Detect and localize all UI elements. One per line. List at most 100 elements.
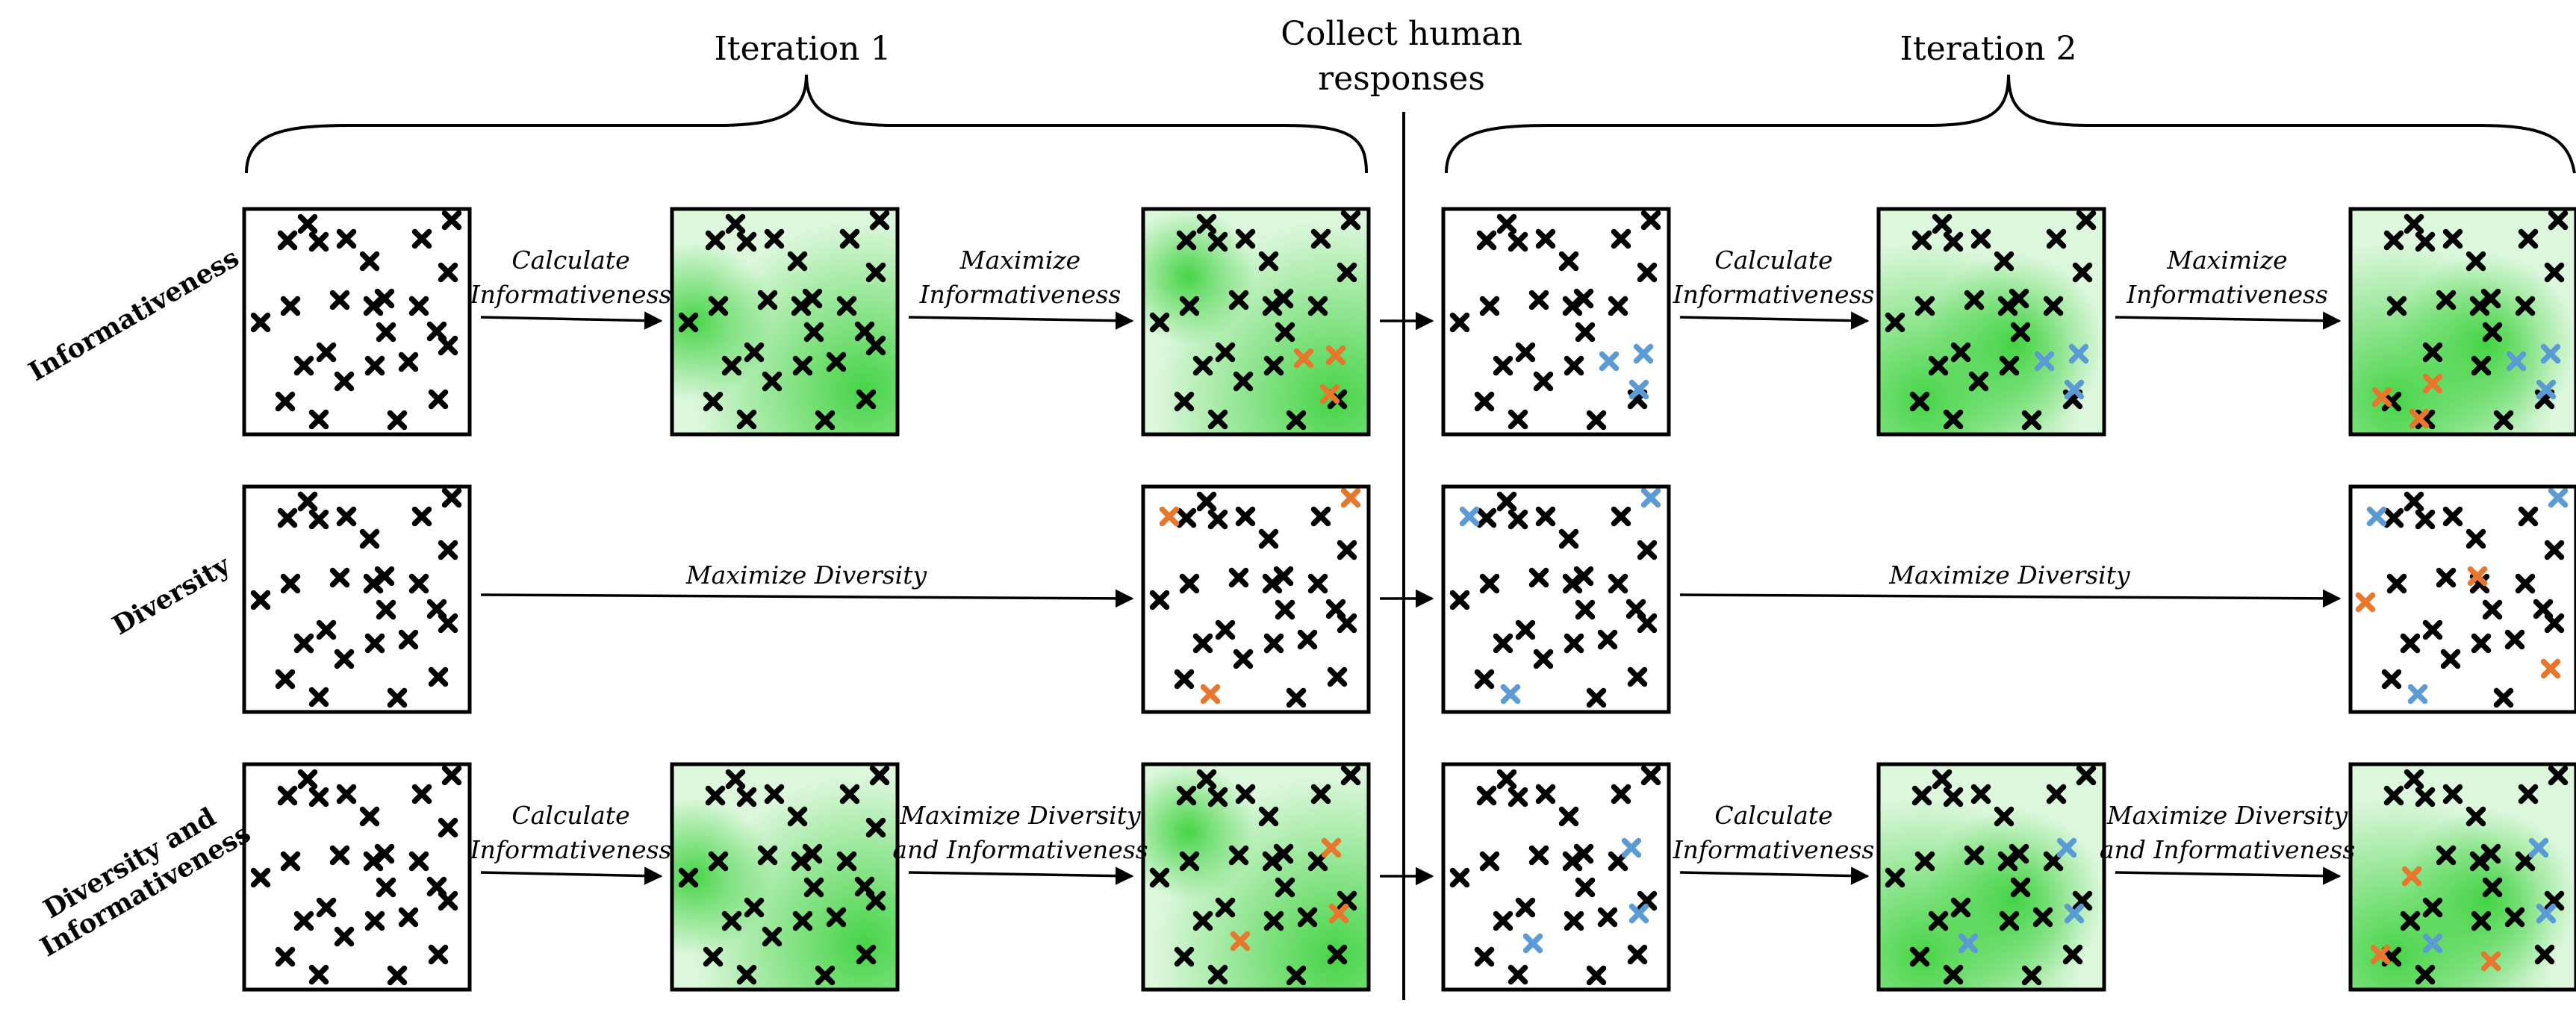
arrow-row1-4-label-line2: Informativeness: [1673, 280, 1875, 309]
x-mark-icon: [1558, 251, 1579, 272]
x-mark-icon: [1479, 851, 1500, 872]
x-mark-icon: [1174, 391, 1195, 412]
x-mark-icon: [2467, 566, 2488, 587]
x-mark-icon: [364, 355, 385, 376]
x-mark-icon: [1179, 573, 1200, 594]
x-mark-icon: [359, 528, 380, 549]
x-mark-icon: [1263, 910, 1284, 931]
arrow-row1-1-label-line2: Informativeness: [470, 280, 672, 309]
x-mark-icon: [1286, 687, 1307, 708]
arrow-row1-4: [1679, 311, 1870, 330]
x-mark-icon: [736, 787, 757, 807]
x-mark-icon: [297, 769, 318, 790]
x-mark-icon: [1258, 251, 1279, 272]
x-mark-icon: [1215, 619, 1236, 640]
arrow-row3-4-label-line1: Calculate: [1714, 801, 1832, 830]
x-mark-icon: [787, 806, 808, 827]
x-mark-icon: [736, 409, 757, 430]
x-mark-icon: [1174, 946, 1195, 967]
x-mark-icon: [1496, 213, 1517, 234]
x-mark-icon: [2371, 387, 2392, 407]
scatter-panel-1-6: [2348, 207, 2576, 437]
x-mark-icon: [1273, 566, 1294, 587]
x-mark-icon: [1515, 897, 1536, 918]
x-mark-icon: [1215, 342, 1236, 363]
x-mark-icon: [1640, 210, 1661, 231]
x-mark-icon: [1928, 355, 1949, 376]
x-mark-icon: [2068, 343, 2089, 364]
x-mark-icon: [2465, 251, 2486, 272]
x-mark-icon: [275, 391, 296, 412]
x-mark-icon: [678, 867, 699, 888]
x-mark-icon: [2536, 379, 2557, 400]
x-mark-icon: [1535, 506, 1556, 527]
x-mark-icon: [1914, 296, 1935, 316]
x-mark-icon: [376, 322, 396, 343]
x-mark-icon: [1174, 669, 1195, 690]
x-mark-icon: [2046, 228, 2067, 249]
x-mark-icon: [428, 389, 449, 410]
x-mark-icon: [764, 228, 785, 249]
x-mark-icon: [1207, 231, 1228, 252]
arrow-row2-3: [1679, 589, 2342, 608]
x-mark-icon: [2528, 837, 2549, 858]
x-mark-icon: [865, 817, 886, 838]
arrow-row2-1: [480, 589, 1134, 608]
x-mark-icon: [1286, 410, 1307, 431]
x-mark-icon: [308, 687, 329, 707]
arrow-row3-2: [908, 866, 1134, 885]
x-mark-icon: [280, 851, 301, 872]
arrow-row3-2-label-line1: Maximize Diversity: [899, 801, 1141, 830]
x-mark-icon: [1508, 964, 1528, 985]
x-mark-icon: [1149, 867, 1170, 888]
x-mark-icon: [1599, 351, 1620, 372]
x-mark-icon: [1628, 903, 1649, 924]
arrow-row1-5-label-line2: Informativeness: [2126, 280, 2328, 309]
x-mark-icon: [408, 296, 429, 316]
x-mark-icon: [1159, 506, 1180, 527]
x-mark-icon: [836, 296, 857, 316]
x-mark-icon: [762, 926, 783, 947]
x-mark-icon: [2482, 877, 2503, 898]
x-mark-icon: [2064, 379, 2085, 400]
x-mark-icon: [1196, 213, 1217, 234]
x-mark-icon: [1275, 322, 1295, 343]
x-mark-icon: [374, 566, 395, 587]
x-mark-icon: [2064, 903, 2085, 924]
x-mark-icon: [1176, 230, 1197, 251]
x-mark-icon: [1533, 371, 1554, 392]
x-mark-icon: [359, 251, 380, 272]
x-mark-icon: [2076, 765, 2097, 786]
x-mark-icon: [2415, 509, 2436, 530]
collect-responses-title-line1: Collect human: [1281, 15, 1522, 53]
x-mark-icon: [2010, 322, 2031, 343]
scatter-panel-3-6: [2348, 762, 2576, 992]
x-mark-icon: [1528, 290, 1549, 310]
x-mark-icon: [2440, 649, 2461, 669]
x-mark-icon: [2072, 262, 2093, 283]
x-mark-icon: [308, 231, 329, 252]
x-mark-icon: [1528, 845, 1549, 866]
x-mark-icon: [2493, 410, 2514, 431]
scatter-panel-3-4: [1441, 762, 1671, 992]
x-mark-icon: [1327, 944, 1348, 965]
x-mark-icon: [2407, 684, 2428, 705]
x-mark-icon: [1535, 228, 1556, 249]
x-mark-icon: [815, 410, 836, 431]
x-mark-icon: [764, 784, 785, 805]
x-mark-icon: [1319, 384, 1340, 404]
x-mark-icon: [1508, 231, 1528, 252]
x-mark-icon: [275, 946, 296, 967]
x-mark-icon: [787, 251, 808, 272]
x-mark-icon: [792, 355, 813, 376]
x-mark-icon: [1515, 342, 1536, 363]
x-mark-icon: [2422, 373, 2443, 394]
x-mark-icon: [757, 290, 778, 310]
x-mark-icon: [438, 613, 458, 634]
x-mark-icon: [1911, 785, 1932, 806]
iteration-1-brace: [245, 74, 1368, 174]
x-mark-icon: [1994, 806, 2015, 827]
x-mark-icon: [250, 867, 271, 888]
x-mark-icon: [2043, 296, 2064, 316]
x-mark-icon: [1637, 262, 1658, 283]
